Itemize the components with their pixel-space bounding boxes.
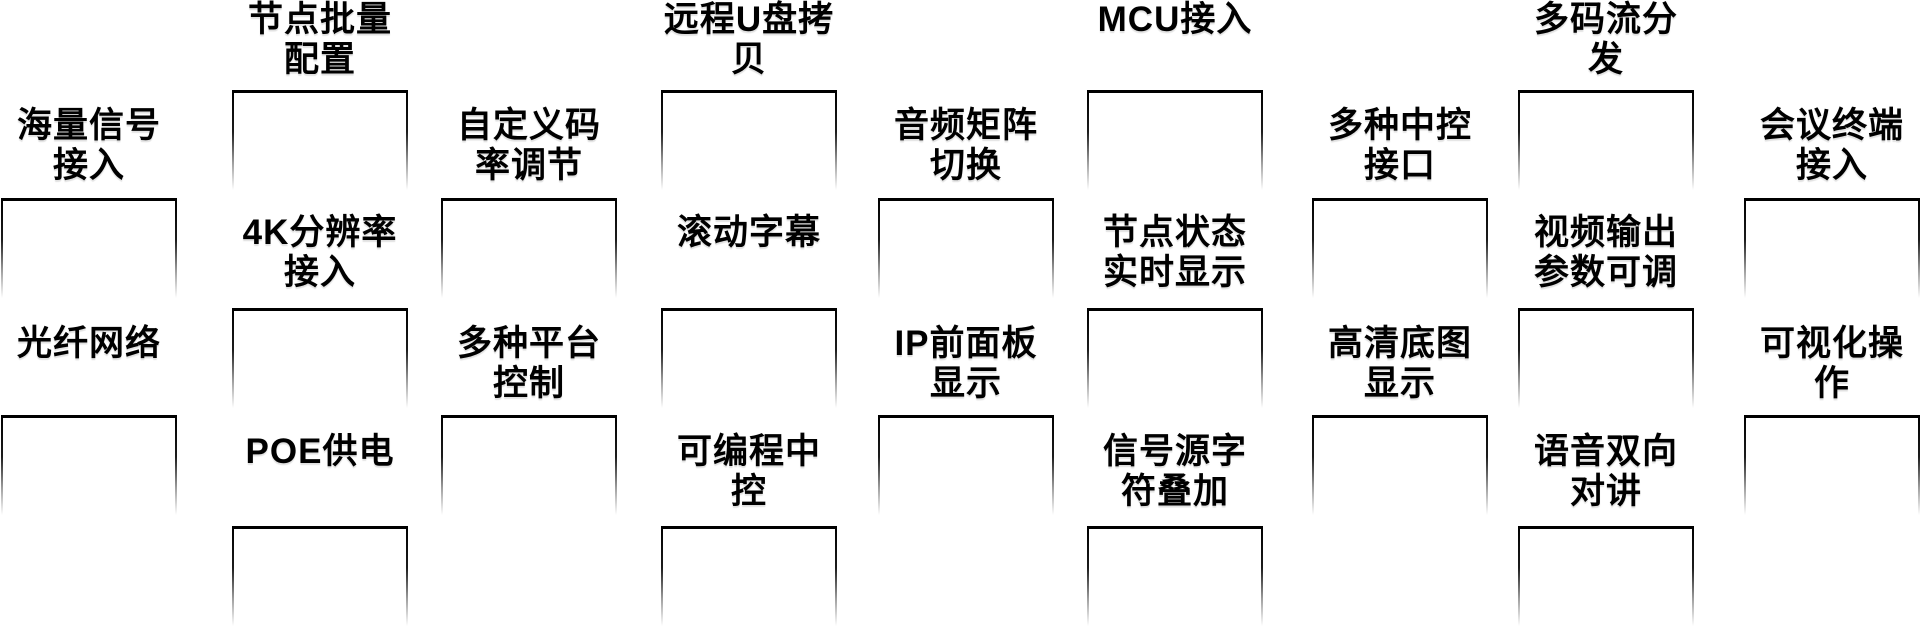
feature-label: 自定义码率调节 <box>441 106 617 186</box>
feature-label: POE供电 <box>232 432 408 472</box>
feature-label-line: 接入 <box>52 146 125 185</box>
feature-label-line: 参数可调 <box>1533 253 1678 292</box>
feature-label: 光纤网络 <box>1 324 177 364</box>
feature-label-line: MCU接入 <box>1097 0 1253 39</box>
feature-box <box>661 308 837 408</box>
feature-label-line: 发 <box>1587 40 1624 79</box>
feature-label-line: 多种平台 <box>456 324 601 363</box>
feature-label: 滚动字幕 <box>661 213 837 253</box>
feature-box <box>232 526 408 626</box>
feature-box <box>878 415 1054 515</box>
feature-label-line: 高清底图 <box>1327 324 1472 363</box>
feature-label-line: 接入 <box>1795 146 1868 185</box>
feature-box <box>1312 415 1488 515</box>
feature-label-line: 节点状态 <box>1102 213 1247 252</box>
feature-column-5: 音频矩阵切换 IP前面板显示 <box>878 0 1054 638</box>
feature-box <box>232 308 408 408</box>
feature-box <box>661 90 837 190</box>
feature-label-line: 接口 <box>1363 146 1436 185</box>
feature-label-line: 作 <box>1813 364 1850 403</box>
feature-label: 多种平台控制 <box>441 324 617 404</box>
feature-label-line: 信号源字 <box>1102 432 1247 471</box>
feature-box <box>1518 308 1694 408</box>
feature-box <box>878 198 1054 298</box>
feature-label: 会议终端接入 <box>1744 106 1920 186</box>
feature-label: 可视化操作 <box>1744 324 1920 404</box>
feature-label: 可编程中控 <box>661 432 837 512</box>
feature-label-line: 实时显示 <box>1102 253 1247 292</box>
feature-label-line: 显示 <box>929 364 1002 403</box>
feature-box <box>1087 308 1263 408</box>
feature-label-line: 多种中控 <box>1327 106 1472 145</box>
feature-box <box>441 415 617 515</box>
feature-label-line: 对讲 <box>1569 472 1642 511</box>
feature-column-2: 节点批量配置 4K分辨率接入 POE供电 <box>232 0 408 638</box>
feature-label-line: 远程U盘拷 <box>663 0 835 39</box>
feature-box <box>1518 526 1694 626</box>
feature-label-line: 语音双向 <box>1533 432 1678 471</box>
feature-label-line: 配置 <box>283 40 356 79</box>
feature-box <box>1518 90 1694 190</box>
feature-label-line: 4K分辨率 <box>242 213 398 252</box>
feature-label: 多种中控接口 <box>1312 106 1488 186</box>
feature-label: MCU接入 <box>1087 0 1263 40</box>
feature-label-line: 显示 <box>1363 364 1436 403</box>
feature-label: 信号源字符叠加 <box>1087 432 1263 512</box>
feature-label: 节点状态实时显示 <box>1087 213 1263 293</box>
feature-label-line: 率调节 <box>474 146 583 185</box>
feature-box <box>1 415 177 515</box>
feature-label: 节点批量配置 <box>232 0 408 80</box>
feature-column-7: 多种中控接口高清底图显示 <box>1312 0 1488 638</box>
feature-label-line: 视频输出 <box>1533 213 1678 252</box>
feature-column-8: 多码流分发视频输出参数可调语音双向对讲 <box>1518 0 1694 638</box>
feature-box <box>1087 90 1263 190</box>
feature-label: 语音双向对讲 <box>1518 432 1694 512</box>
feature-label-line: 光纤网络 <box>16 324 161 363</box>
feature-label-line: 可编程中 <box>676 432 821 471</box>
feature-label: 音频矩阵切换 <box>878 106 1054 186</box>
feature-label: 多码流分发 <box>1518 0 1694 80</box>
feature-label-line: IP前面板 <box>894 324 1038 363</box>
feature-label-line: 滚动字幕 <box>676 213 821 252</box>
feature-column-1: 海量信号接入光纤网络 <box>1 0 177 638</box>
feature-column-3: 自定义码率调节多种平台控制 <box>441 0 617 638</box>
feature-label: 视频输出参数可调 <box>1518 213 1694 293</box>
feature-label: 远程U盘拷贝 <box>661 0 837 80</box>
feature-label-line: 符叠加 <box>1120 472 1229 511</box>
feature-box <box>441 198 617 298</box>
feature-label: 高清底图显示 <box>1312 324 1488 404</box>
feature-label-line: 切换 <box>929 146 1002 185</box>
feature-label: IP前面板显示 <box>878 324 1054 404</box>
feature-box <box>232 90 408 190</box>
feature-label-line: 自定义码 <box>456 106 601 145</box>
feature-label: 海量信号接入 <box>1 106 177 186</box>
feature-label-line: 接入 <box>283 253 356 292</box>
feature-box <box>1087 526 1263 626</box>
feature-label-line: 多码流分 <box>1533 0 1678 39</box>
feature-box <box>1 198 177 298</box>
feature-label-line: 控 <box>730 472 767 511</box>
feature-label-line: 节点批量 <box>247 0 392 39</box>
feature-column-6: MCU接入节点状态实时显示信号源字符叠加 <box>1087 0 1263 638</box>
feature-label-line: 贝 <box>730 40 767 79</box>
feature-box <box>1312 198 1488 298</box>
feature-label-line: 控制 <box>492 364 565 403</box>
feature-label-line: POE供电 <box>245 432 395 471</box>
feature-box <box>661 526 837 626</box>
feature-label-line: 可视化操 <box>1759 324 1904 363</box>
feature-column-4: 远程U盘拷贝滚动字幕可编程中控 <box>661 0 837 638</box>
feature-label-line: 音频矩阵 <box>893 106 1038 145</box>
feature-label-line: 会议终端 <box>1759 106 1904 145</box>
feature-column-9: 会议终端接入可视化操作 <box>1744 0 1920 638</box>
feature-label: 4K分辨率接入 <box>232 213 408 293</box>
feature-box <box>1744 415 1920 515</box>
feature-box <box>1744 198 1920 298</box>
feature-label-line: 海量信号 <box>16 106 161 145</box>
